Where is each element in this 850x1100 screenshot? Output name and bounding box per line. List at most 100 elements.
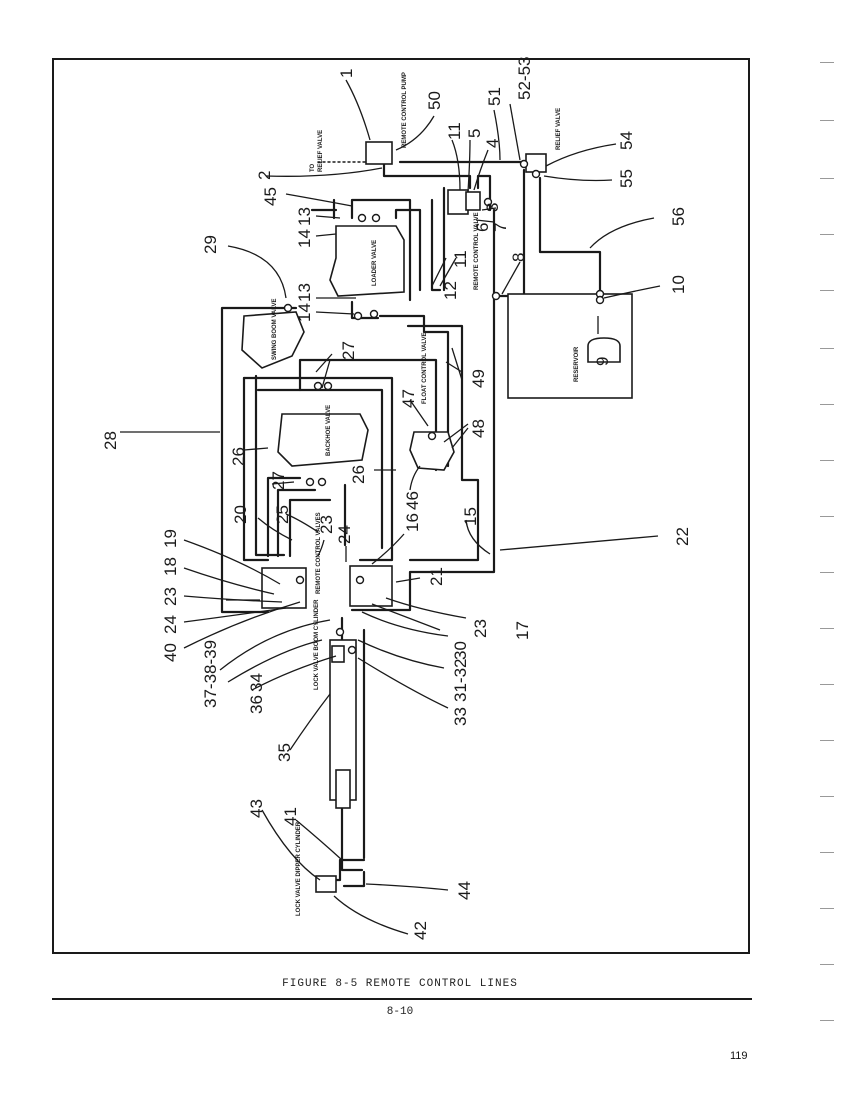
callout-47: 47 [399, 389, 418, 408]
hydraulic-line-12a [394, 208, 422, 292]
callout-21: 21 [427, 567, 446, 586]
hydraulic-schematic: RELIEF VALVE TO REMOTE CONTROL PUMP RELI… [101, 57, 692, 940]
callout-23b: 23 [161, 587, 180, 606]
callout-54: 54 [617, 131, 636, 150]
margin-tick [820, 908, 834, 909]
callout-6: 6 [473, 223, 492, 232]
tag-to: TO [310, 163, 316, 172]
hydraulic-line-13b [350, 300, 380, 320]
callout-26b: 26 [349, 465, 368, 484]
swing-boom-valve [241, 311, 305, 369]
hydraulic-line-loader-supply [350, 198, 412, 302]
callout-11a: 11 [445, 122, 464, 140]
remote-control-pump [365, 141, 393, 165]
callout-25: 25 [273, 505, 292, 524]
tag-relief-valve-left: RELIEF VALVE [318, 130, 324, 172]
callout-4: 4 [483, 139, 502, 148]
callout-30: 30 [451, 641, 470, 660]
callout-43: 43 [247, 799, 266, 818]
hydraulic-line-26-left [242, 376, 270, 562]
tag-backhoe-valve: BACKHOE VALVE [326, 405, 332, 456]
hydraulic-line-49b [378, 314, 450, 452]
callout-41: 41 [281, 807, 300, 826]
margin-tick [820, 460, 834, 461]
tag-remote-control-valve-top: REMOTE CONTROL VALVE [474, 212, 480, 290]
hydraulic-line-22 [350, 208, 496, 612]
margin-tick [820, 628, 834, 629]
lock-valve-dipper [315, 875, 337, 893]
callout-1: 1 [337, 69, 356, 78]
remote-control-valve-right [349, 565, 393, 607]
margin-tick [820, 290, 834, 291]
tag-float-control-valve: FLOAT CONTROL VALVE [422, 332, 428, 404]
callout-16: 16 [403, 513, 422, 532]
reservoir-filter [587, 337, 621, 363]
float-control-valve [409, 431, 455, 471]
callout-34: 34 [247, 673, 266, 692]
callout-10: 10 [669, 275, 688, 294]
callout-20: 20 [231, 505, 250, 524]
callout-28: 28 [101, 431, 120, 450]
callout-13b: 13 [295, 283, 314, 302]
callout-14a: 14 [295, 229, 314, 248]
callout-48: 48 [469, 419, 488, 438]
callout-40: 40 [161, 643, 180, 662]
margin-tick [820, 572, 834, 573]
callout-33: 33 [451, 707, 470, 726]
diagram-frame [52, 58, 750, 954]
hydraulic-line-12b [430, 198, 442, 292]
callout-23a: 23 [317, 515, 336, 534]
callout-12: 12 [441, 281, 460, 300]
hydraulic-line-56 [538, 176, 602, 296]
callout-17: 17 [513, 621, 532, 640]
margin-tick [820, 62, 834, 63]
callout-13a: 13 [295, 207, 314, 226]
callout-56: 56 [669, 207, 688, 226]
hydraulic-line-25b [276, 488, 317, 558]
callout-55: 55 [617, 169, 636, 188]
margin-tick [820, 348, 834, 349]
callout-23c: 23 [471, 619, 490, 638]
callout-24b: 24 [161, 615, 180, 634]
hydraulic-line-2 [382, 156, 472, 190]
callout-22: 22 [673, 527, 692, 546]
margin-tick [820, 1020, 834, 1021]
tag-lock-valve-boom: LOCK VALVE BOOM CYLINDER [314, 599, 320, 690]
backhoe-valve [277, 413, 369, 467]
callout-31-32: 31-32 [451, 659, 470, 702]
tag-swing-boom-valve: SWING BOOM VALVE [272, 299, 278, 360]
callout-11b: 11 [451, 250, 470, 268]
margin-tick [820, 796, 834, 797]
callout-14b: 14 [295, 303, 314, 322]
callout-27b: 27 [269, 471, 288, 490]
relief-valve-right [525, 153, 547, 173]
callout-5: 5 [465, 129, 484, 138]
hydraulic-line-15 [406, 324, 480, 562]
tag-remote-control-pump: REMOTE CONTROL PUMP [402, 72, 408, 148]
lock-valve-boom [331, 645, 345, 663]
margin-tick [820, 234, 834, 235]
remote-control-valve-top-body [465, 191, 481, 211]
hydraulic-line-28 [220, 306, 298, 614]
hydraulic-line-44 [342, 870, 366, 888]
callout-24a: 24 [335, 525, 354, 544]
callout-9: 9 [593, 357, 612, 366]
tag-relief-valve-right: RELIEF VALVE [556, 108, 562, 150]
loader-valve [329, 225, 405, 297]
page-number: 119 [730, 1050, 748, 1062]
callout-35: 35 [275, 743, 294, 762]
margin-tick [820, 516, 834, 517]
tag-remote-control-valves: REMOTE CONTROL VALVES [316, 512, 322, 594]
page-rule [52, 998, 752, 1000]
hydraulic-line-51 [398, 160, 528, 166]
callout-46: 46 [403, 491, 422, 510]
callout-27a: 27 [339, 341, 358, 360]
callout-15: 15 [461, 507, 480, 526]
callout-3: 3 [483, 203, 502, 212]
hydraulic-line-8 [492, 168, 526, 298]
hydraulic-line-26-inner [254, 374, 286, 557]
hydraulic-line-49a [298, 358, 438, 442]
callout-45: 45 [261, 187, 280, 206]
boom-cylinder-rod [335, 769, 351, 809]
callout-51: 51 [485, 87, 504, 106]
